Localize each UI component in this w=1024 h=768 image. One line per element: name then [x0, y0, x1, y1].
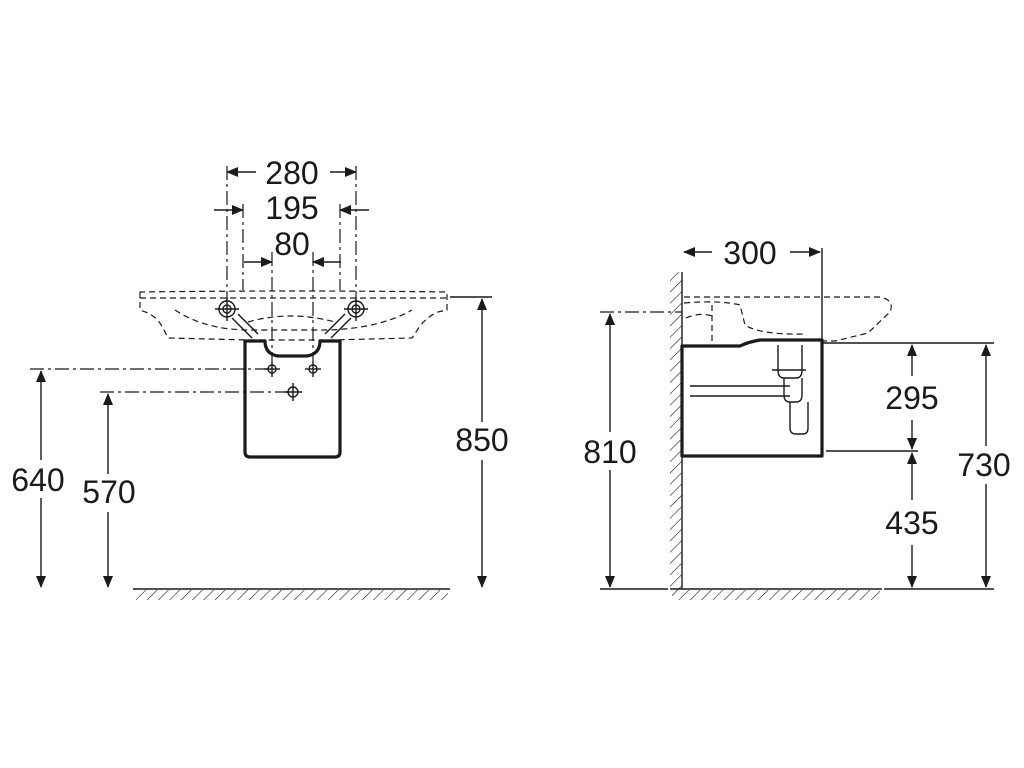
front-basin-outline [139, 290, 448, 341]
dim-280: 280 [226, 155, 357, 191]
dim-80-label: 80 [274, 226, 310, 262]
front-tap-holes [215, 297, 368, 339]
side-view: 300 810 295 435 730 [574, 235, 1020, 600]
dim-300-label: 300 [723, 235, 776, 271]
front-fixing-points [264, 361, 321, 401]
dim-295-label: 295 [885, 380, 938, 416]
dim-280-label: 280 [265, 155, 318, 191]
dim-850-label: 850 [455, 422, 508, 458]
dim-640: 640 [4, 370, 74, 588]
front-view: 280 195 80 640 570 [4, 155, 516, 600]
dim-195: 195 [214, 190, 369, 226]
side-wall [670, 272, 683, 590]
dim-730-label: 730 [957, 447, 1010, 483]
front-height-reference-lines [30, 296, 492, 393]
side-reference-lines [600, 248, 994, 590]
dim-80: 80 [244, 226, 341, 267]
dim-195-label: 195 [265, 190, 318, 226]
side-trap [690, 345, 809, 435]
dim-730: 730 [948, 344, 1020, 588]
front-extension-lines [226, 166, 357, 361]
dim-810: 810 [574, 313, 646, 588]
dim-570: 570 [76, 393, 142, 588]
dim-570-label: 570 [82, 474, 135, 510]
dim-640-label: 640 [11, 462, 64, 498]
dim-300: 300 [683, 235, 821, 271]
dim-810-label: 810 [583, 434, 636, 470]
front-floor [133, 588, 450, 600]
dim-850: 850 [446, 298, 516, 588]
side-floor [670, 588, 882, 600]
side-semi-pedestal [680, 338, 824, 458]
dim-295: 295 [885, 344, 939, 450]
side-basin-outline [683, 296, 892, 342]
dim-435: 435 [885, 452, 939, 588]
dim-435-label: 435 [885, 505, 938, 541]
